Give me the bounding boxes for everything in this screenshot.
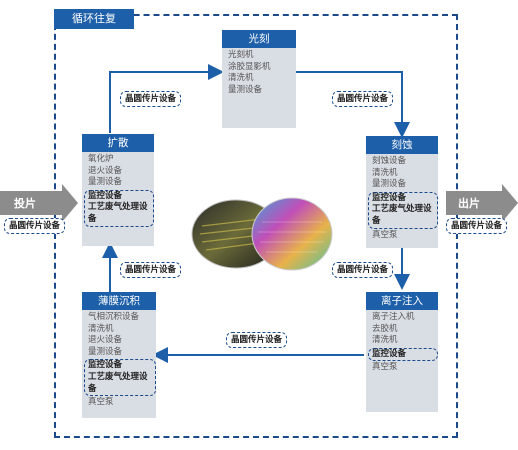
output-arrow xyxy=(446,184,518,222)
wafer-transfer-label: 晶圆传片设备 xyxy=(120,262,182,278)
stage-item: 去胶机 xyxy=(372,323,398,334)
wafer-transfer-label: 晶圆传片设备 xyxy=(4,218,66,234)
stage-item: 监控设备 xyxy=(372,192,407,203)
stage-item: 量测设备 xyxy=(88,346,123,357)
stage-item: 真空泵 xyxy=(372,362,398,373)
stage-item: 离子注入机 xyxy=(372,312,415,322)
stage-litho-title: 光刻 xyxy=(222,30,296,48)
stage-item: 工艺废气处理设备 xyxy=(88,202,148,224)
input-label: 投片 xyxy=(14,197,36,210)
stage-item: 退火设备 xyxy=(88,335,123,346)
stage-diffusion-title: 扩散 xyxy=(82,134,154,152)
stage-item: 量测设备 xyxy=(228,84,263,95)
stage-item: 监控设备 xyxy=(88,190,123,201)
wafers-image xyxy=(191,197,333,271)
monitor-group: 监控设备 xyxy=(368,347,438,362)
stage-item: 监控设备 xyxy=(88,360,123,371)
stage-item: 刻蚀设备 xyxy=(372,156,407,166)
stage-litho: 光刻 光刻机 涂胶显影机 清洗机 量测设备 xyxy=(222,30,296,128)
wafer-transfer-label: 晶圆传片设备 xyxy=(226,332,288,348)
monitor-group: 监控设备 工艺废气处理设备 xyxy=(84,189,154,227)
stage-item: 气相沉积设备 xyxy=(88,312,140,322)
wafer-transfer-label: 晶圆传片设备 xyxy=(120,91,182,107)
stage-item: 真空泵 xyxy=(372,229,398,240)
stage-etch: 刻蚀 刻蚀设备 清洗机 量测设备 监控设备 工艺废气处理设备 真空泵 xyxy=(366,136,438,248)
stage-item: 清洗机 xyxy=(88,323,114,334)
stage-item: 氧化炉 xyxy=(88,154,114,164)
monitor-group: 监控设备 工艺废气处理设备 xyxy=(368,191,438,229)
loop-label: 循环往复 xyxy=(54,9,134,29)
stage-item: 工艺废气处理设备 xyxy=(88,371,148,394)
stage-item: 监控设备 xyxy=(372,348,407,359)
stage-item: 量测设备 xyxy=(88,177,123,188)
arrow-diffusion-to-litho xyxy=(109,64,224,133)
stage-film: 薄膜沉积 气相沉积设备 清洗机 退火设备 量测设备 监控设备 工艺废气处理设备 … xyxy=(82,292,156,418)
wafer-transfer-label: 晶圆传片设备 xyxy=(332,91,394,107)
stage-diffusion: 扩散 氧化炉 退火设备 量测设备 监控设备 工艺废气处理设备 xyxy=(82,134,154,246)
stage-item: 清洗机 xyxy=(372,167,398,178)
monitor-group: 监控设备 工艺废气处理设备 xyxy=(84,359,156,397)
stage-ion: 离子注入 离子注入机 去胶机 清洗机 监控设备 真空泵 xyxy=(366,292,438,412)
input-arrow xyxy=(0,184,78,222)
wafer-transfer-label: 晶圆传片设备 xyxy=(446,218,508,234)
output-label: 出片 xyxy=(458,197,480,210)
stage-etch-title: 刻蚀 xyxy=(366,136,438,154)
stage-ion-title: 离子注入 xyxy=(366,292,438,310)
stage-item: 光刻机 xyxy=(228,50,254,60)
stage-item: 工艺废气处理设备 xyxy=(372,204,432,226)
stage-item: 清洗机 xyxy=(228,73,254,84)
stage-item: 真空泵 xyxy=(88,397,114,408)
wafer-transfer-label: 晶圆传片设备 xyxy=(332,262,394,278)
stage-film-title: 薄膜沉积 xyxy=(82,292,156,310)
stage-item: 量测设备 xyxy=(372,179,407,190)
stage-item: 涂胶显影机 xyxy=(228,61,271,72)
stage-item: 清洗机 xyxy=(372,335,398,346)
wafer-iridescent xyxy=(251,197,333,271)
stage-item: 退火设备 xyxy=(88,165,123,176)
arrow-litho-to-etch xyxy=(294,71,410,138)
